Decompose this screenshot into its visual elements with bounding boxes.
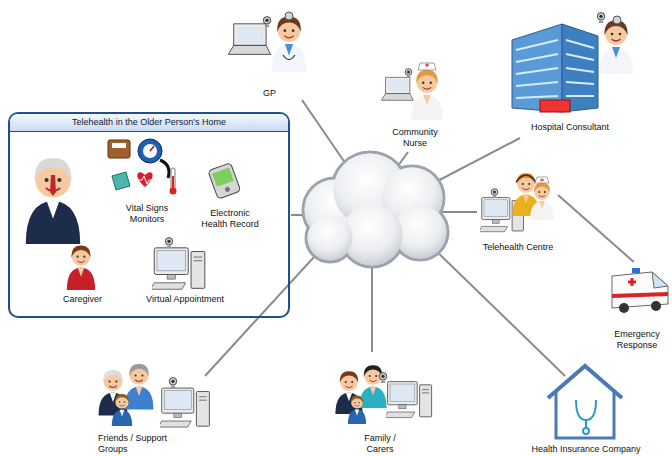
icon-node: Hospital Consultant bbox=[505, 2, 635, 132]
older-person bbox=[26, 158, 80, 244]
node-label: Telehealth Centre bbox=[478, 242, 558, 252]
icon-node: Family / Carers bbox=[325, 352, 435, 454]
node-label: Family / Carers bbox=[358, 433, 403, 454]
house-icon bbox=[548, 366, 622, 438]
icon-node: Virtual Appointment bbox=[130, 239, 240, 304]
computer-icon bbox=[151, 238, 205, 290]
icon-node: Caregiver bbox=[45, 239, 120, 304]
icon-node: Emergency Response bbox=[605, 262, 669, 350]
node-label: GP bbox=[222, 88, 317, 98]
gp-icon bbox=[228, 12, 306, 72]
node-label: Emergency Response bbox=[611, 329, 663, 350]
nurse-icon bbox=[381, 63, 442, 120]
hospital-icon bbox=[512, 13, 633, 112]
telehealth-icon bbox=[479, 173, 554, 232]
ehr-device bbox=[208, 163, 241, 199]
panel-title: Telehealth in the Older Person's Home bbox=[10, 114, 288, 132]
node-label: Electronic Health Record bbox=[199, 208, 261, 229]
node-label: Vital Signs Monitors bbox=[112, 203, 182, 224]
icon-node: Vital Signs Monitors bbox=[102, 139, 192, 224]
vital-signs-icons bbox=[108, 139, 177, 195]
icon-node: Health Insurance Company bbox=[528, 360, 644, 454]
connector-line bbox=[558, 195, 634, 262]
icon-node: Telehealth Centre bbox=[478, 160, 558, 252]
icon-node: Friends / Support Groups bbox=[92, 352, 217, 454]
family-icon bbox=[335, 365, 431, 424]
ambulance-icon bbox=[612, 268, 668, 313]
cloud bbox=[303, 152, 448, 267]
node-label: Caregiver bbox=[45, 294, 120, 304]
group-panel: Telehealth in the Older Person's HomeVit… bbox=[8, 112, 290, 318]
network-lines bbox=[205, 100, 565, 376]
node-label: Virtual Appointment bbox=[130, 294, 240, 304]
icon-node: Electronic Health Record bbox=[195, 164, 265, 229]
node-label: Friends / Support Groups bbox=[98, 433, 168, 454]
node-label: Community Nurse bbox=[385, 127, 445, 148]
node-label: Health Insurance Company bbox=[528, 444, 644, 454]
icon-node: Community Nurse bbox=[375, 58, 455, 148]
node-label: Hospital Consultant bbox=[505, 122, 635, 132]
friends-icon bbox=[99, 364, 210, 427]
icon-node: GP bbox=[222, 2, 317, 98]
caregiver-figure bbox=[67, 245, 95, 290]
